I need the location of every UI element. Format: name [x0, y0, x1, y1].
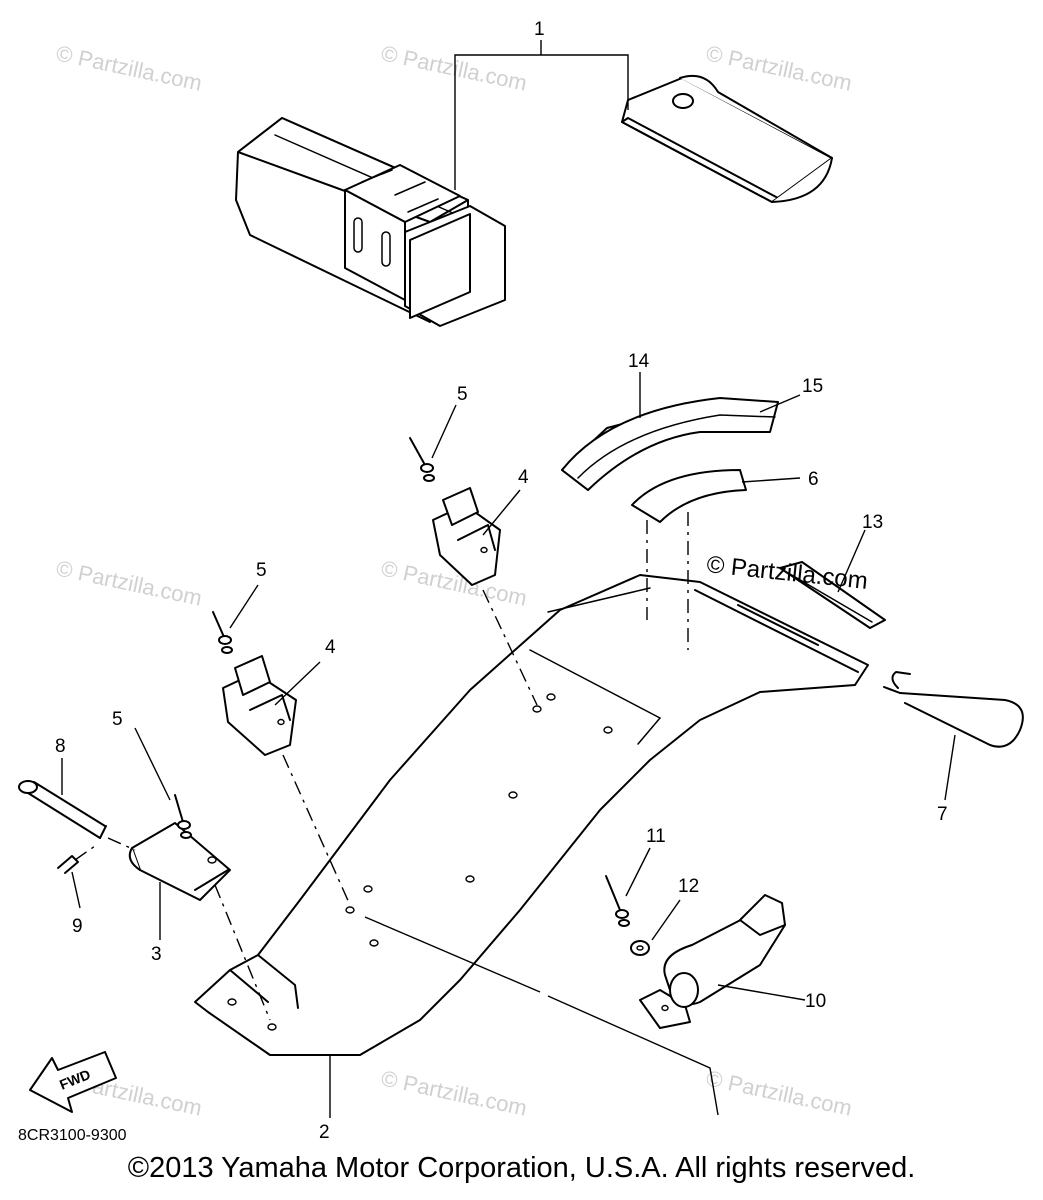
- label-part-6[interactable]: 6: [631, 469, 819, 650]
- rod-part-7[interactable]: 7: [883, 671, 1024, 825]
- watermark: © Partzilla.com: [704, 40, 854, 95]
- callout-3[interactable]: 3: [151, 944, 162, 965]
- screw-part-11[interactable]: 11: [605, 826, 666, 927]
- callout-9[interactable]: 9: [72, 916, 83, 937]
- label-part-14[interactable]: 14: [561, 351, 779, 491]
- screw-part-5-middle[interactable]: 5: [212, 560, 267, 654]
- callout-5-lower[interactable]: 5: [112, 709, 123, 730]
- catalog-code: 8CR3100-9300: [18, 1127, 127, 1144]
- exploded-parts-diagram: © Partzilla.com © Partzilla.com © Partzi…: [18, 19, 1024, 1144]
- callout-13[interactable]: 13: [862, 512, 883, 533]
- callout-8[interactable]: 8: [55, 736, 66, 757]
- callout-15[interactable]: 15: [802, 376, 823, 397]
- forward-direction-indicator: FWD: [29, 1051, 117, 1113]
- watermark: © Partzilla.com: [54, 555, 204, 610]
- watermark: © Partzilla.com: [54, 40, 204, 95]
- callout-14[interactable]: 14: [628, 351, 650, 372]
- callout-4-upper[interactable]: 4: [518, 467, 529, 488]
- clip-part-4-lower[interactable]: 4: [222, 637, 336, 756]
- callout-12[interactable]: 12: [678, 876, 699, 897]
- hinge-bracket-part-3[interactable]: 3: [128, 822, 231, 965]
- callout-7[interactable]: 7: [937, 804, 948, 825]
- fender-part-2[interactable]: 2: [194, 574, 869, 1143]
- screw-part-5-top[interactable]: 5: [409, 384, 468, 482]
- callout-2[interactable]: 2: [319, 1122, 330, 1143]
- fwd-arrow-icon: [29, 1051, 117, 1113]
- watermark: © Partzilla.com: [379, 1065, 529, 1120]
- watermark: © Partzilla.com: [704, 1065, 854, 1120]
- callout-5-middle[interactable]: 5: [256, 560, 267, 581]
- callout-6[interactable]: 6: [808, 469, 819, 490]
- bracket-part-13[interactable]: 13: [779, 512, 886, 629]
- callout-10[interactable]: 10: [805, 991, 826, 1012]
- label-part-15[interactable]: 15: [759, 376, 823, 413]
- bolt-part-8[interactable]: 8: [18, 736, 136, 851]
- copyright-notice: ©2013 Yamaha Motor Corporation, U.S.A. A…: [127, 1152, 916, 1184]
- callout-11[interactable]: 11: [646, 826, 666, 847]
- washer-part-12[interactable]: 12: [630, 876, 699, 956]
- clip-part-4-upper[interactable]: 4: [432, 467, 529, 586]
- assembly-lines: [214, 589, 538, 1021]
- watermark: © Partzilla.com: [705, 551, 869, 595]
- watermark: © Partzilla.com: [379, 40, 529, 95]
- screw-part-5-lower[interactable]: 5: [112, 709, 192, 839]
- tool-kit-part-1[interactable]: 1: [185, 19, 833, 327]
- pin-part-9[interactable]: 9: [57, 845, 96, 937]
- callout-1[interactable]: 1: [534, 19, 545, 40]
- callout-4-lower[interactable]: 4: [325, 637, 336, 658]
- callout-5-top[interactable]: 5: [457, 384, 468, 405]
- holder-part-10[interactable]: 10: [639, 894, 826, 1029]
